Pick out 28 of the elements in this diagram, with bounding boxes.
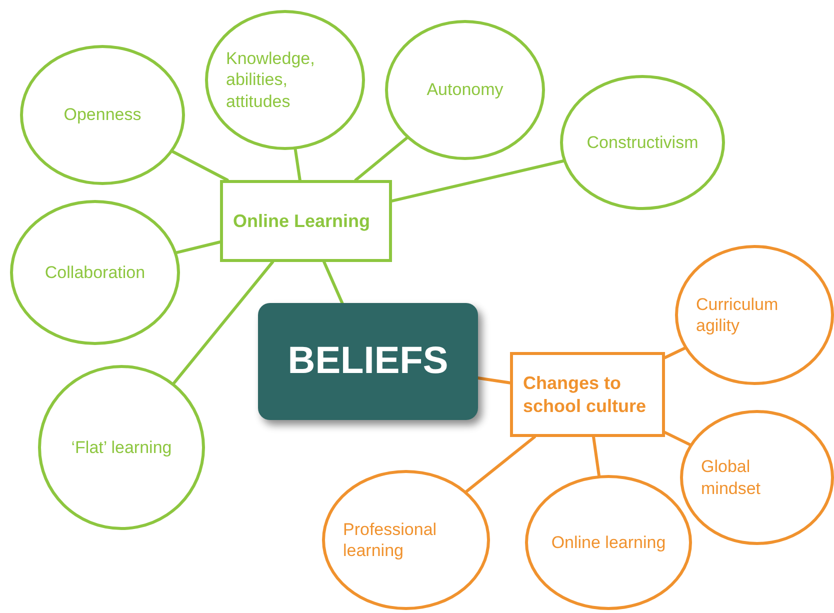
- node-label: Constructivism: [586, 132, 698, 154]
- central-box: [258, 303, 478, 420]
- node-label: Collaboration: [44, 262, 146, 284]
- connector-line: [664, 430, 692, 446]
- node-label: Autonomy: [426, 79, 504, 101]
- node-label: Professional learning: [343, 518, 438, 562]
- node-label: Curriculum agility: [696, 294, 780, 336]
- node-label: BELIEFS: [288, 338, 448, 384]
- connector-line: [294, 148, 302, 182]
- connector-line: [592, 436, 600, 477]
- connector-line: [171, 150, 229, 182]
- connector-line: [322, 260, 344, 304]
- connector-line: [476, 376, 512, 384]
- connector-line: [175, 240, 222, 254]
- node-label: Openness: [64, 104, 142, 126]
- connector-line: [354, 136, 408, 182]
- topic-box: [510, 352, 665, 437]
- node-label: Online Learning: [233, 210, 370, 232]
- node-label: Global mindset: [701, 456, 762, 499]
- connector-line: [465, 436, 536, 493]
- connector-line: [664, 346, 686, 360]
- topic-box: [220, 180, 392, 262]
- node-label: Online learning: [551, 532, 666, 554]
- node-label: Changes to school culture: [523, 372, 648, 417]
- connector-line: [172, 260, 274, 385]
- connector-line: [390, 160, 565, 202]
- node-label: Knowledge, abilities, attitudes: [226, 48, 316, 112]
- node-label: ‘Flat’ learning: [71, 436, 172, 458]
